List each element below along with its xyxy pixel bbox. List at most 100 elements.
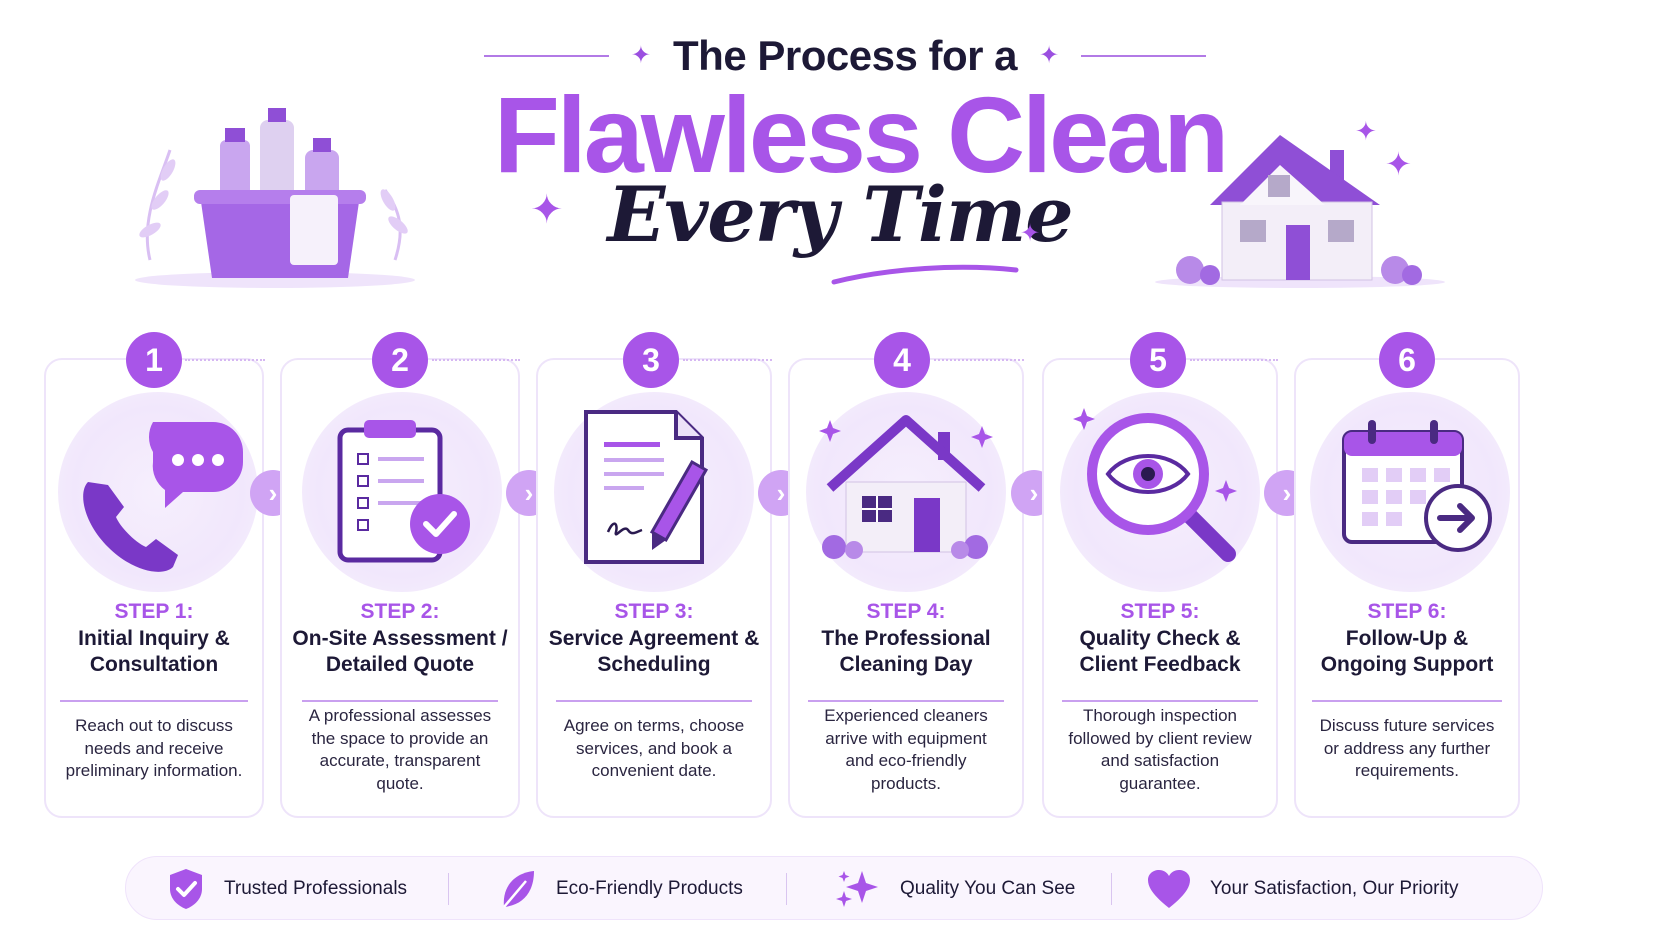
step-description: Thorough inspection followed by client r…	[1042, 705, 1278, 795]
step-title: Initial Inquiry & Consultation	[44, 626, 264, 679]
trust-badge-label: Trusted Professionals	[224, 878, 408, 899]
clipboard-check-icon	[337, 420, 470, 563]
calendar-arrow-icon	[1342, 420, 1492, 552]
trust-badge-label: Your Satisfaction, Our Priority	[1210, 878, 1459, 899]
step-description-line: followed by client review	[1068, 728, 1252, 748]
step-label: STEP 4:	[866, 600, 946, 623]
step-label: STEP 6:	[1367, 600, 1447, 623]
sparkles-icon	[836, 871, 878, 907]
step-number-badge: 6	[1379, 332, 1435, 388]
decorative-line-right	[1081, 55, 1207, 57]
step-description: A professional assesses the space to pro…	[280, 705, 520, 795]
step-divider	[1062, 700, 1258, 702]
step-description-line: Thorough inspection	[1082, 706, 1238, 725]
step-description-line: Agree on terms, choose	[563, 716, 745, 735]
sparkle-icon: ✦	[530, 188, 564, 232]
main-title: Flawless Clean	[493, 74, 1229, 195]
step-description-line: quote.	[376, 773, 424, 793]
magnifier-eye-icon	[1073, 408, 1237, 562]
house-illustration-icon	[1155, 135, 1445, 288]
step-number-badge: 4	[874, 332, 930, 388]
step-description-line: preliminary information.	[65, 761, 243, 781]
trust-badge: Quality You Can See	[834, 857, 1075, 921]
step-title-line: Follow-Up &	[1345, 627, 1469, 650]
step-title-line: The Professional	[821, 627, 991, 650]
step-divider	[808, 700, 1004, 702]
dotted-connector	[934, 359, 1024, 361]
step-description-line: Reach out to discuss	[75, 716, 233, 735]
dotted-connector	[683, 359, 772, 361]
step-number-badge: 5	[1130, 332, 1186, 388]
step-number-badge: 1	[126, 332, 182, 388]
step-description: Agree on terms, choose services, and boo…	[536, 715, 772, 783]
step-title-line: Consultation	[89, 653, 219, 677]
sparkle-icon: ✦	[1385, 146, 1412, 182]
step-description-line: requirements.	[1355, 761, 1459, 781]
leaf-icon	[503, 871, 534, 908]
step-description-line: Discuss future services	[1319, 716, 1495, 735]
step-title: On-Site Assessment / Detailed Quote	[280, 626, 520, 679]
step-description-line: arrive with equipment	[825, 728, 987, 748]
step-title-line: On-Site Assessment /	[292, 627, 508, 650]
trust-badge: Trusted Professionals	[166, 857, 407, 921]
step-description: Discuss future services or address any f…	[1294, 715, 1520, 783]
step-description-line: products.	[871, 773, 941, 793]
step-title: Quality Check & Client Feedback	[1042, 626, 1278, 679]
pre-title-row: ✦ The Process for a ✦	[450, 28, 1240, 84]
step-number-badge: 3	[623, 332, 679, 388]
step-title: Service Agreement & Scheduling	[536, 626, 772, 679]
trust-badge-label: Eco-Friendly Products	[556, 878, 743, 899]
dotted-connector	[185, 359, 265, 361]
step-title-line: Initial Inquiry &	[78, 627, 230, 650]
step-number-badge: 2	[372, 332, 428, 388]
step-divider	[60, 700, 248, 702]
phone-chat-icon	[83, 422, 243, 572]
step-description-line: the space to provide an	[311, 728, 489, 748]
step-description-line: and eco-friendly	[845, 751, 967, 771]
step-description-line: Experienced cleaners	[824, 706, 988, 725]
step-description-line: guarantee.	[1119, 773, 1201, 793]
sparkle-icon: ✦	[1038, 42, 1060, 69]
pre-title: The Process for a	[673, 32, 1017, 79]
step-description-line: A professional assesses	[308, 706, 492, 725]
trust-badge: Eco-Friendly Products	[498, 857, 743, 921]
dotted-connector	[1190, 359, 1278, 361]
step-description-line: and satisfaction	[1100, 751, 1220, 771]
script-title: Every Time	[607, 170, 1073, 259]
step-description-line: convenient date.	[591, 761, 717, 781]
step-title-line: Detailed Quote	[325, 653, 475, 677]
step-title-line: Service Agreement &	[548, 627, 760, 650]
cleaning-bucket-icon	[135, 108, 415, 288]
sparkle-icon: ✦	[1020, 220, 1041, 247]
trust-badge: Your Satisfaction, Our Priority	[1146, 857, 1459, 921]
step-title-line: Cleaning Day	[839, 653, 973, 677]
separator	[786, 873, 787, 905]
step-description-line: accurate, transparent	[319, 751, 481, 771]
house-icon	[819, 415, 993, 559]
step-description-line: needs and receive	[84, 738, 224, 758]
step-label: STEP 1:	[114, 600, 194, 623]
step-title-line: Quality Check &	[1079, 627, 1241, 650]
step-title-line: Ongoing Support	[1320, 653, 1494, 677]
sparkle-icon: ✦	[630, 42, 652, 69]
step-description-line: or address any further	[1323, 738, 1491, 758]
underline-swash	[831, 264, 1019, 285]
dotted-connector	[432, 359, 520, 361]
step-divider	[1312, 700, 1502, 702]
step-label: STEP 3:	[614, 600, 694, 623]
step-divider	[556, 700, 752, 702]
step-title: The Professional Cleaning Day	[788, 626, 1024, 679]
step-description: Reach out to discuss needs and receive p…	[44, 715, 264, 783]
header: ✦ The Process for a ✦ Flawless Clean Eve…	[0, 0, 1672, 310]
shield-check-icon	[170, 869, 202, 909]
step-label: STEP 5:	[1120, 600, 1200, 623]
separator	[448, 873, 449, 905]
sparkle-icon: ✦	[1355, 116, 1377, 146]
decorative-line-left	[483, 55, 609, 57]
step-label: STEP 2:	[360, 600, 440, 623]
step-title: Follow-Up & Ongoing Support	[1294, 626, 1520, 679]
trust-badge-label: Quality You Can See	[900, 878, 1076, 899]
step-description: Experienced cleaners arrive with equipme…	[788, 705, 1024, 795]
steps-row: 1 STEP 1: Initial Inquiry & Consultation…	[40, 310, 1635, 830]
contract-pen-icon	[584, 410, 709, 564]
